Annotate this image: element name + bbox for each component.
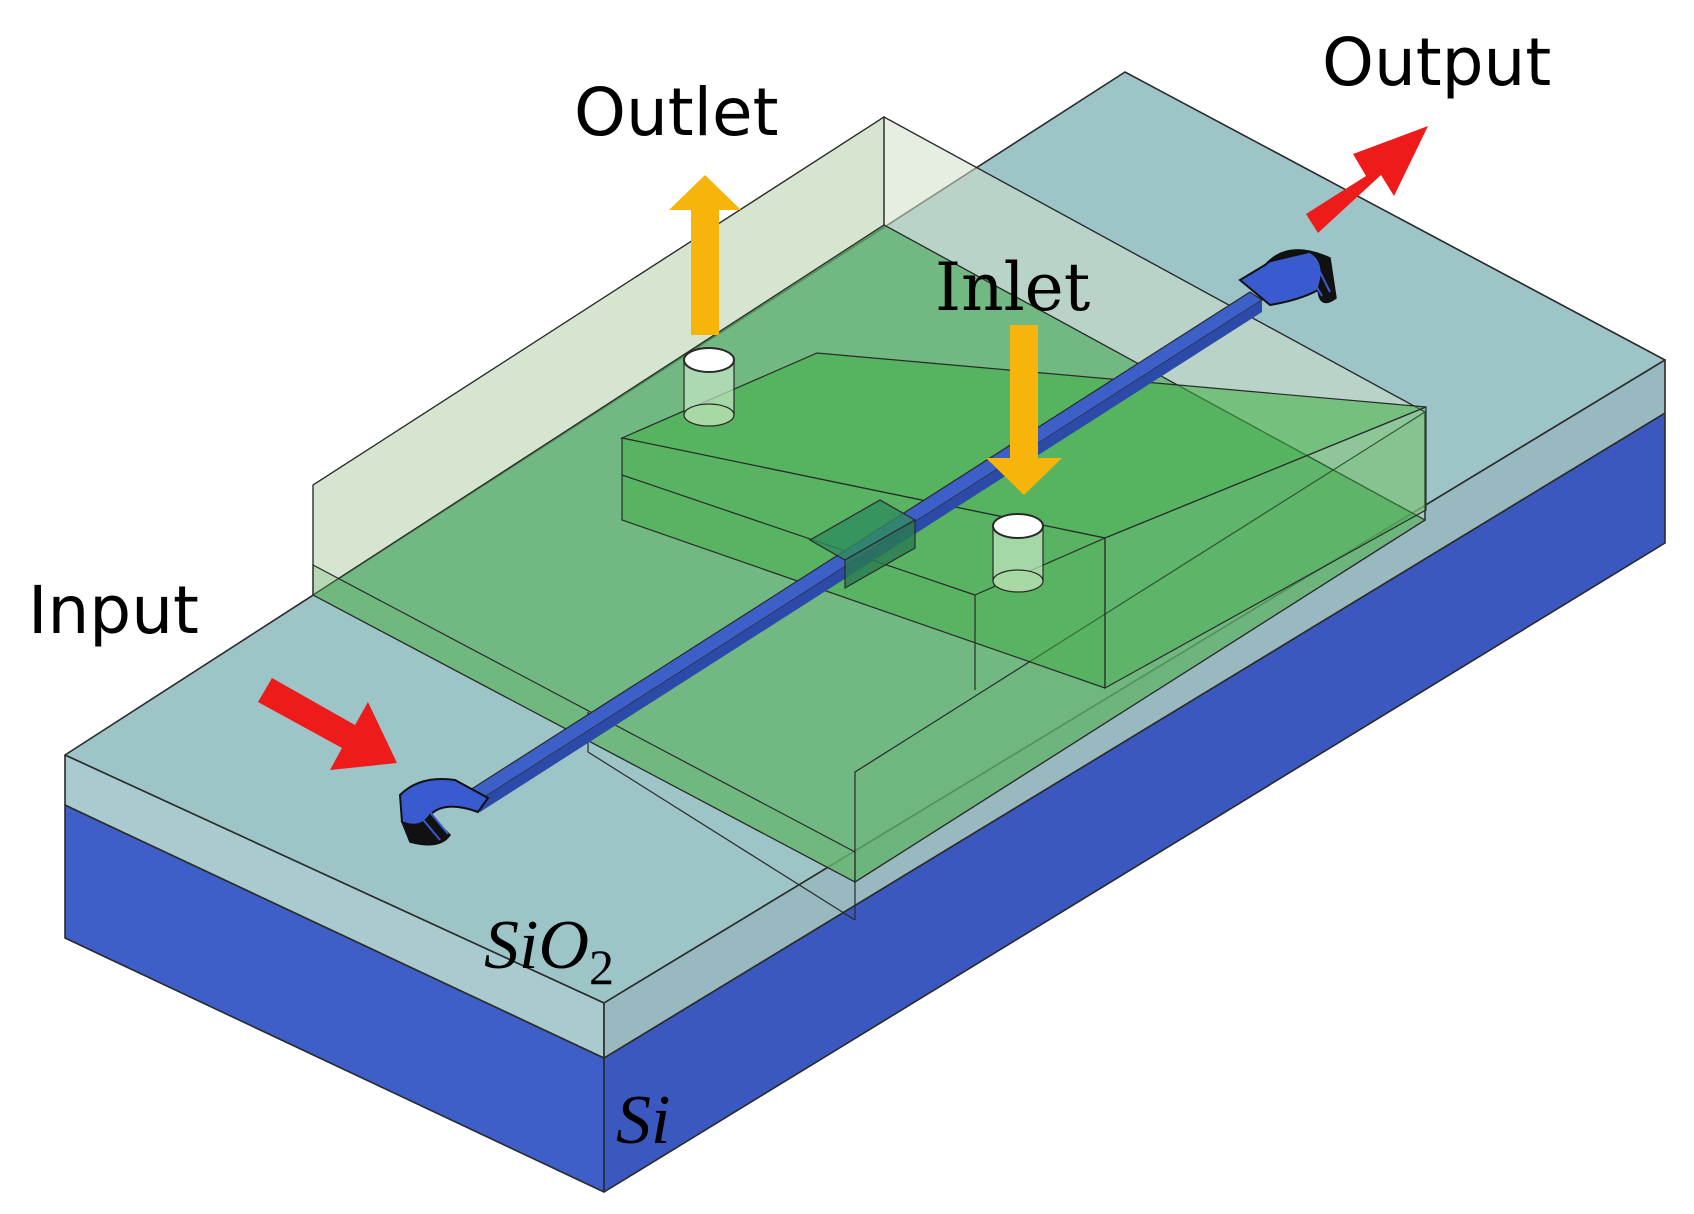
si-label: Si <box>616 1082 670 1159</box>
inlet-port <box>992 513 1044 593</box>
pdms-edge <box>883 116 1426 413</box>
inlet-label: Inlet <box>935 249 1090 326</box>
outlet-label: Outlet <box>574 74 778 151</box>
arrow-up-icon <box>669 175 741 335</box>
input-label: Input <box>28 572 199 649</box>
arrow-down-icon <box>986 325 1062 495</box>
sio2-label-subscript: 2 <box>589 939 614 995</box>
pdms-edge <box>312 116 885 486</box>
arrow-right-down-icon <box>258 678 397 770</box>
channel-right-face <box>1104 406 1427 690</box>
sio2-label-base: SiO <box>484 907 589 984</box>
arrow-up-right-icon <box>1306 126 1428 233</box>
input-grating-coupler <box>398 778 490 846</box>
sio2-label: SiO2 <box>484 907 614 995</box>
output-label: Output <box>1322 24 1551 101</box>
pdms-edge <box>587 751 856 921</box>
output-grating-coupler <box>1238 249 1337 307</box>
sensor-element-side <box>844 518 916 590</box>
outlet-port <box>683 347 735 427</box>
channel-edge <box>621 474 976 596</box>
